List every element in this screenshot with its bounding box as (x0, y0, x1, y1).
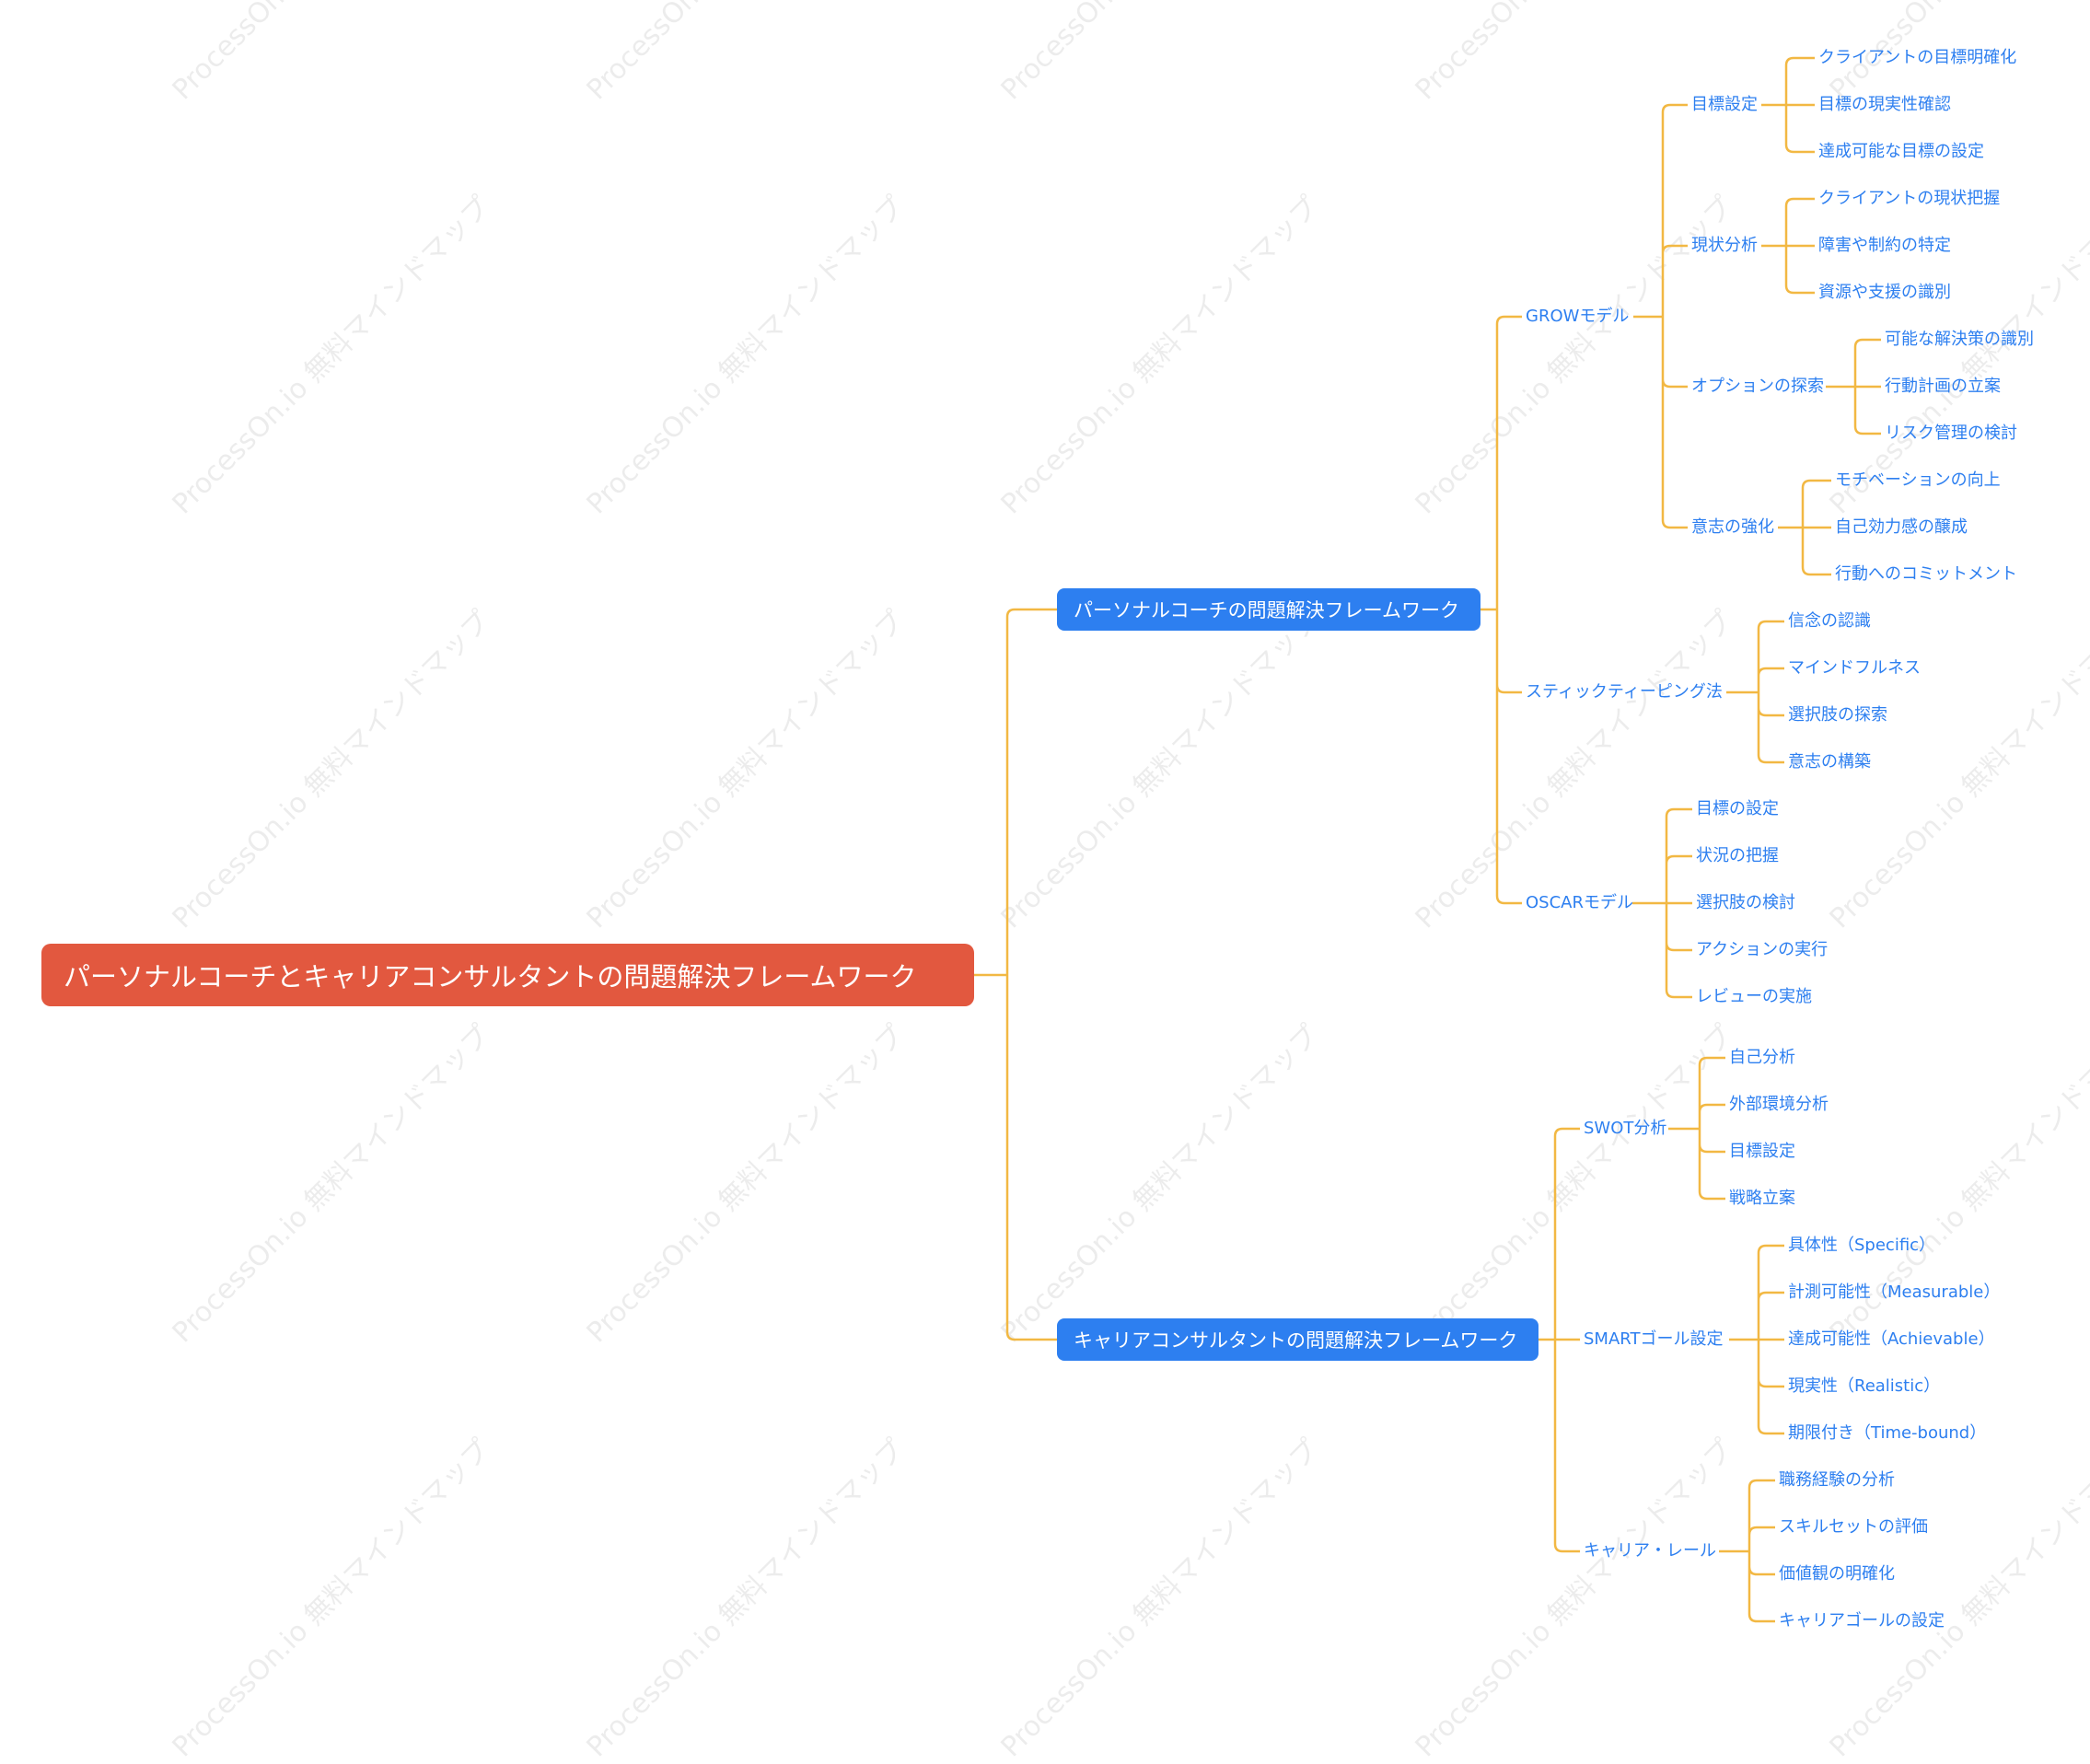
grow-step-4-item-1[interactable]: モチベーションの向上 (1835, 470, 2001, 490)
main-topic-1[interactable]: パーソナルコーチの問題解決フレームワーク (1057, 588, 1480, 631)
branch-2-bracket (1553, 1127, 1580, 1553)
grow-bracket (1661, 103, 1688, 529)
subtopic-2-3-item-1[interactable]: 職務経験の分析 (1779, 1470, 1895, 1490)
grow-step-1-bracket (1784, 56, 1815, 154)
subtopic-2-2-item-1[interactable]: 具体性（Specific） (1788, 1236, 1936, 1255)
subtopic-2-3-item-4[interactable]: キャリアゴールの設定 (1779, 1611, 1945, 1631)
grow-step-4[interactable]: 意志の強化 (1691, 517, 1774, 537)
subtopic-2-3-item-3[interactable]: 価値観の明確化 (1779, 1564, 1895, 1584)
root-bracket (1005, 608, 1057, 1341)
grow-step-4-item-3[interactable]: 行動へのコミットメント (1835, 564, 2017, 584)
subtopic-2-1-bracket (1698, 1056, 1725, 1201)
grow-step-3-item-3[interactable]: リスク管理の検討 (1885, 424, 2017, 443)
subtopic-2-2-bracket (1757, 1244, 1784, 1435)
subtopic-2-1[interactable]: SWOT分析 (1584, 1119, 1667, 1138)
mindmap-connectors (974, 56, 1881, 1623)
grow-step-2-item-3[interactable]: 資源や支援の識別 (1818, 283, 1951, 302)
subtopic-2-3[interactable]: キャリア・レール (1584, 1541, 1716, 1561)
subtopic-1-3-item-5[interactable]: レビューの実施 (1696, 987, 1812, 1006)
subtopic-2-1-item-1[interactable]: 自己分析 (1729, 1048, 1795, 1067)
subtopic-2-3-item-2[interactable]: スキルセットの評価 (1779, 1517, 1928, 1537)
subtopic-1-3[interactable]: OSCARモデル (1526, 893, 1633, 912)
subtopic-2-2-item-3[interactable]: 達成可能性（Achievable） (1788, 1329, 1995, 1349)
grow-step-1-item-3[interactable]: 達成可能な目標の設定 (1818, 142, 1984, 161)
grow-step-1[interactable]: 目標設定 (1691, 95, 1758, 114)
branch-1-bracket (1495, 315, 1522, 905)
grow-step-1-item-2[interactable]: 目標の現実性確認 (1818, 95, 1951, 114)
subtopic-2-1-item-4[interactable]: 戦略立案 (1729, 1189, 1795, 1208)
subtopic-1-3-item-3[interactable]: 選択肢の検討 (1696, 893, 1795, 912)
subtopic-2-1-item-2[interactable]: 外部環境分析 (1729, 1095, 1829, 1114)
grow-step-2-item-1[interactable]: クライアントの現状把握 (1818, 189, 2001, 208)
grow-step-1-item-1[interactable]: クライアントの目標明確化 (1818, 48, 2017, 67)
grow-step-3-item-1[interactable]: 可能な解決策の識別 (1885, 330, 2034, 349)
subtopic-1-2-bracket (1757, 620, 1784, 764)
subtopic-2-2-item-2[interactable]: 計測可能性（Measurable） (1788, 1282, 2001, 1302)
subtopic-1-1[interactable]: GROWモデル (1526, 307, 1630, 326)
subtopic-2-2-item-4[interactable]: 現実性（Realistic） (1788, 1376, 1941, 1396)
grow-step-4-bracket (1801, 479, 1831, 576)
grow-step-3[interactable]: オプションの探索 (1691, 377, 1824, 396)
grow-step-2[interactable]: 現状分析 (1691, 236, 1758, 255)
subtopic-2-2-item-5[interactable]: 期限付き（Time-bound） (1788, 1423, 1987, 1443)
main-topic-2[interactable]: キャリアコンサルタントの問題解決フレームワーク (1057, 1318, 1538, 1361)
subtopic-1-3-item-2[interactable]: 状況の把握 (1696, 846, 1779, 865)
grow-step-3-item-2[interactable]: 行動計画の立案 (1885, 377, 2001, 396)
grow-step-3-bracket (1853, 338, 1881, 435)
subtopic-1-2-item-2[interactable]: マインドフルネス (1788, 658, 1921, 678)
subtopic-1-3-bracket (1665, 807, 1692, 999)
root-topic[interactable]: パーソナルコーチとキャリアコンサルタントの問題解決フレームワーク (41, 944, 974, 1006)
subtopic-1-2-item-3[interactable]: 選択肢の探索 (1788, 705, 1887, 725)
grow-step-2-bracket (1784, 197, 1815, 295)
subtopic-2-1-item-3[interactable]: 目標設定 (1729, 1142, 1795, 1161)
grow-step-2-item-2[interactable]: 障害や制約の特定 (1818, 236, 1951, 255)
grow-step-4-item-2[interactable]: 自己効力感の醸成 (1835, 517, 1968, 537)
subtopic-1-2-item-1[interactable]: 信念の認識 (1788, 611, 1871, 631)
subtopic-1-3-item-1[interactable]: 目標の設定 (1696, 799, 1779, 818)
subtopic-2-2[interactable]: SMARTゴール設定 (1584, 1329, 1724, 1349)
subtopic-1-2-item-4[interactable]: 意志の構築 (1788, 752, 1871, 772)
subtopic-2-3-bracket (1747, 1479, 1775, 1623)
subtopic-1-3-item-4[interactable]: アクションの実行 (1696, 940, 1829, 959)
subtopic-1-2[interactable]: スティックティーピング法 (1526, 682, 1723, 702)
